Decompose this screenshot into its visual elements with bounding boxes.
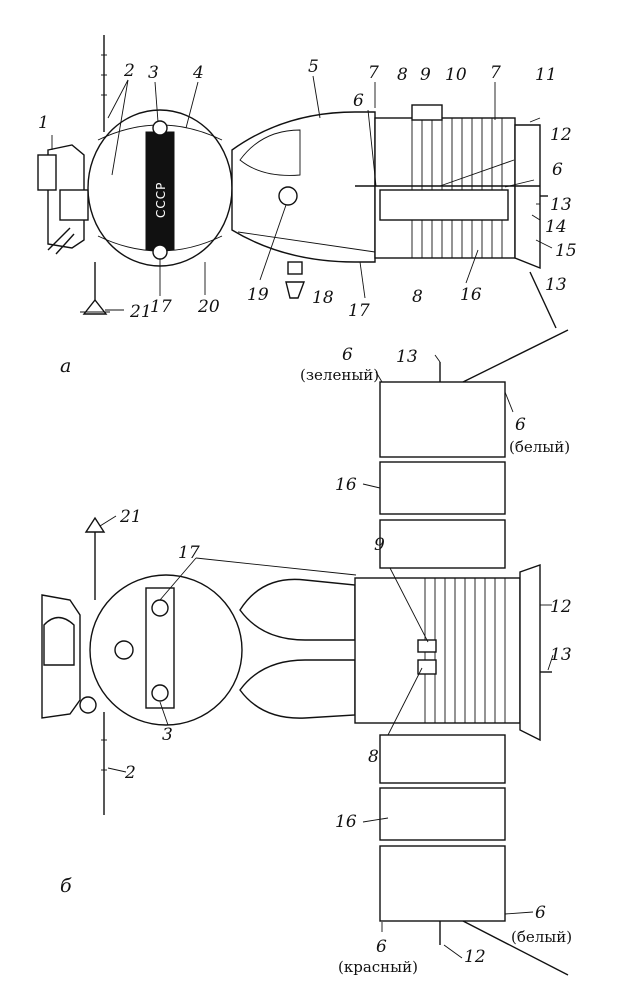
label-b-6-white: 6 bbox=[515, 415, 526, 435]
solar-panel-edge bbox=[379, 189, 509, 221]
label-b-16b: 16 bbox=[335, 812, 357, 832]
label-a-17: 17 bbox=[150, 297, 172, 317]
label-b-16: 16 bbox=[335, 475, 357, 495]
label-a-9: 9 bbox=[420, 65, 431, 85]
label-b-13: 13 bbox=[396, 347, 418, 367]
label-b-3: 3 bbox=[162, 725, 173, 745]
color-green: (зеленый) bbox=[300, 366, 379, 384]
caption-b: б bbox=[60, 875, 72, 897]
label-a-20: 20 bbox=[197, 297, 220, 317]
antenna-18 bbox=[285, 281, 306, 299]
label-a-8: 8 bbox=[397, 65, 408, 85]
label-a-17b: 17 bbox=[348, 301, 370, 321]
solar-panel-bottom-1 bbox=[379, 734, 506, 784]
cccp-text: СССР bbox=[154, 182, 168, 218]
solar-panel-bottom-2 bbox=[379, 787, 506, 841]
label-b-12b: 12 bbox=[464, 947, 486, 967]
label-a-1: 1 bbox=[38, 113, 49, 133]
label-a-13b: 13 bbox=[545, 275, 567, 295]
label-a-11: 11 bbox=[535, 65, 557, 85]
label-b-8: 8 bbox=[368, 747, 379, 767]
solar-panel-bottom-3 bbox=[379, 845, 506, 922]
color-red: (красный) bbox=[338, 958, 418, 976]
antenna-21 bbox=[82, 298, 108, 315]
label-a-6: 6 bbox=[353, 91, 364, 111]
instrument-module bbox=[374, 117, 516, 259]
solar-panel-top-3 bbox=[379, 519, 506, 569]
label-a-18: 18 bbox=[312, 288, 334, 308]
label-a-7b: 7 bbox=[490, 63, 501, 83]
label-b-6-green: 6 bbox=[342, 345, 353, 365]
label-a-14: 14 bbox=[545, 217, 567, 237]
label-a-12: 12 bbox=[550, 125, 572, 145]
label-a-10: 10 bbox=[445, 65, 467, 85]
descent-module bbox=[231, 111, 376, 263]
label-b-12: 12 bbox=[550, 597, 572, 617]
cccp-band bbox=[145, 131, 175, 251]
label-a-21: 21 bbox=[129, 302, 152, 322]
solar-panel-top-2 bbox=[379, 461, 506, 515]
color-white-bottom: (белый) bbox=[511, 928, 572, 946]
label-b-6-white-b: 6 bbox=[535, 903, 546, 923]
label-b-17: 17 bbox=[178, 543, 200, 563]
view-a: СССР bbox=[37, 35, 577, 377]
label-b-2: 2 bbox=[124, 763, 136, 783]
label-a-8b: 8 bbox=[412, 287, 423, 307]
label-b-21: 21 bbox=[119, 507, 142, 527]
color-white-top: (белый) bbox=[509, 438, 570, 456]
label-a-15: 15 bbox=[555, 241, 577, 261]
label-b-9: 9 bbox=[374, 535, 385, 555]
label-a-6b: 6 bbox=[552, 160, 563, 180]
label-a-3: 3 bbox=[148, 63, 159, 83]
label-a-4: 4 bbox=[192, 63, 204, 83]
label-a-19: 19 bbox=[247, 285, 269, 305]
label-b-13b: 13 bbox=[550, 645, 572, 665]
solar-panel-top-1 bbox=[379, 381, 506, 458]
label-a-7: 7 bbox=[368, 63, 379, 83]
porthole bbox=[278, 186, 298, 206]
label-a-2: 2 bbox=[123, 61, 135, 81]
label-a-5: 5 bbox=[308, 57, 319, 77]
label-a-16: 16 bbox=[460, 285, 482, 305]
label-a-13: 13 bbox=[550, 195, 572, 215]
label-b-6-red: 6 bbox=[376, 937, 387, 957]
caption-a: а bbox=[60, 355, 71, 377]
view-b: 6 (зеленый) 13 6 (белый) 16 21 9 17 12 1… bbox=[41, 329, 572, 976]
